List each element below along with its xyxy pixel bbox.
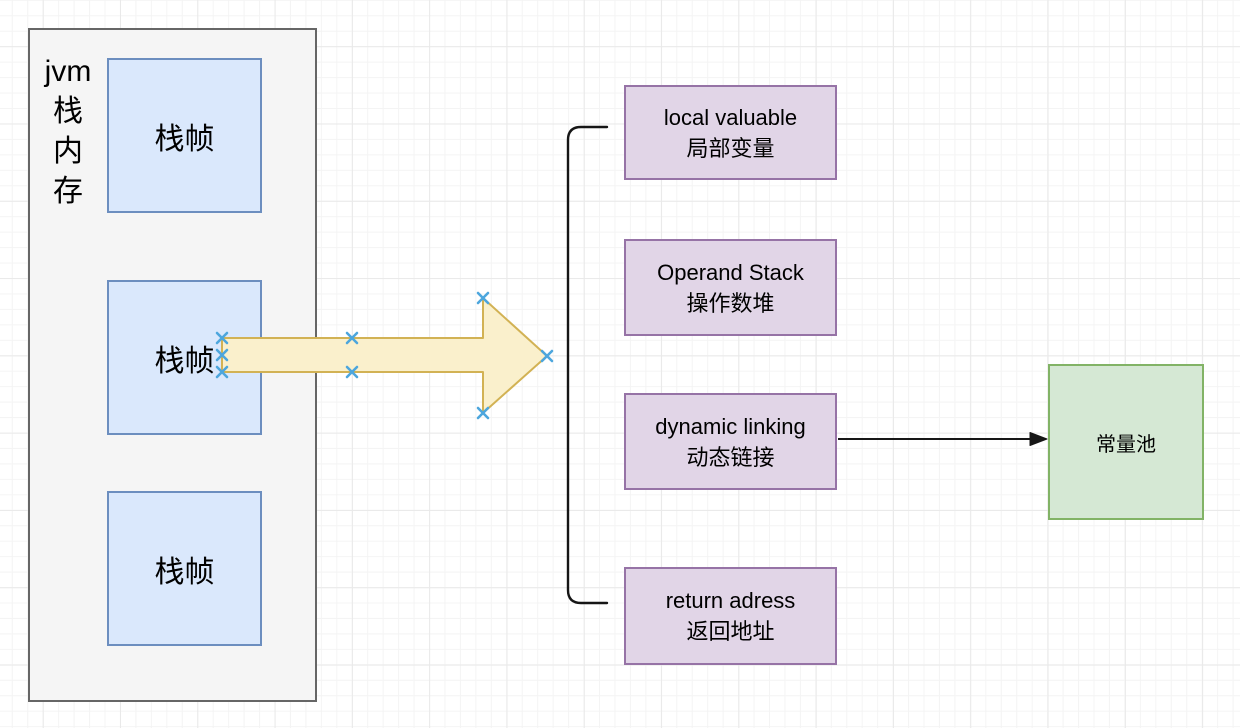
constant-pool-box[interactable]: 常量池 bbox=[1048, 364, 1204, 520]
stack-frame-expand-arrow[interactable] bbox=[221, 297, 548, 414]
stack-frame-label-1: 栈帧 bbox=[154, 122, 215, 156]
return-address-zh-label: 返回地址 bbox=[686, 619, 775, 644]
stack-frame-box-1[interactable]: 栈帧 bbox=[107, 58, 262, 213]
operand-stack-box[interactable]: Operand Stack 操作数堆 bbox=[624, 239, 837, 336]
constant-pool-label: 常量池 bbox=[1096, 433, 1156, 456]
return-address-box[interactable]: return adress 返回地址 bbox=[624, 567, 837, 665]
operand-stack-zh-label: 操作数堆 bbox=[686, 290, 775, 316]
stack-frame-box-3[interactable]: 栈帧 bbox=[107, 491, 262, 646]
stack-frame-label-2: 栈帧 bbox=[154, 344, 215, 378]
selection-handle-x[interactable] bbox=[476, 291, 490, 305]
grouping-bracket[interactable] bbox=[566, 125, 609, 605]
return-address-en-label: return adress bbox=[665, 588, 796, 613]
selection-handle-x[interactable] bbox=[476, 406, 490, 420]
operand-stack-en-label: Operand Stack bbox=[657, 259, 804, 285]
local-variable-en-label: local valuable bbox=[663, 104, 798, 130]
connector-arrowhead bbox=[1029, 432, 1048, 446]
selection-handle-x[interactable] bbox=[215, 331, 229, 345]
dynamic-linking-zh-label: 动态链接 bbox=[686, 444, 775, 470]
stack-frame-label-3: 栈帧 bbox=[154, 555, 215, 589]
jvm-stack-memory-label: jvm 栈 内 存 bbox=[44, 55, 92, 208]
local-variable-zh-label: 局部变量 bbox=[686, 135, 775, 161]
selection-handle-x[interactable] bbox=[215, 365, 229, 379]
dynamic-linking-box[interactable]: dynamic linking 动态链接 bbox=[624, 393, 837, 490]
arrow-selection-handles bbox=[215, 291, 554, 420]
selection-handle-x[interactable] bbox=[540, 349, 554, 363]
selection-handle-x[interactable] bbox=[215, 348, 229, 362]
selection-handle-x[interactable] bbox=[345, 331, 359, 345]
local-variable-box[interactable]: local valuable 局部变量 bbox=[624, 85, 837, 180]
dynamic-linking-en-label: dynamic linking bbox=[655, 413, 806, 439]
selection-handle-x[interactable] bbox=[345, 365, 359, 379]
dynamic-linking-to-constant-pool-connector[interactable] bbox=[838, 432, 1048, 446]
